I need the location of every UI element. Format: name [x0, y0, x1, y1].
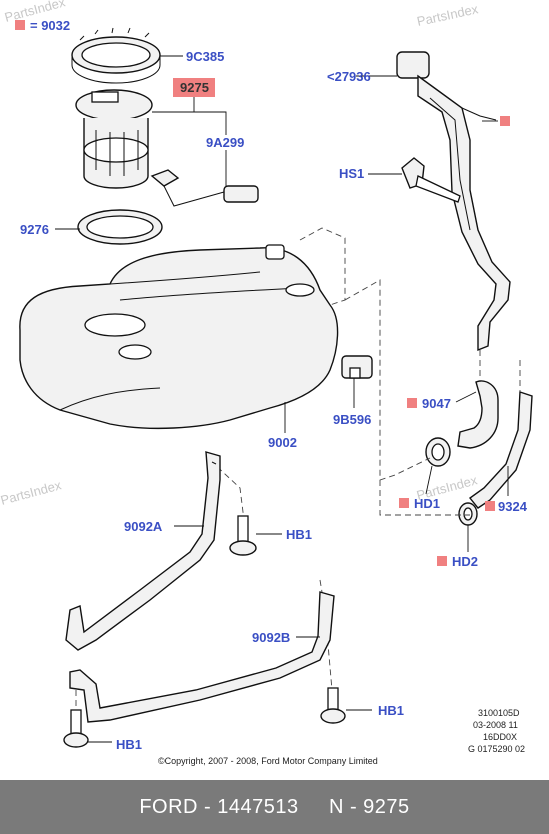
- meta-line-3: 16DD0X: [483, 732, 517, 742]
- label-9275-highlight: [173, 78, 215, 97]
- legend-text: = 9032: [30, 18, 70, 33]
- label-HB1-a[interactable]: HB1: [286, 527, 312, 542]
- label-27936[interactable]: <27936: [327, 69, 371, 84]
- sensor-9B596-part[interactable]: [341, 355, 373, 379]
- label-9092A[interactable]: 9092A: [124, 519, 163, 534]
- label-9B596[interactable]: 9B596: [333, 412, 371, 427]
- marker-9032-HD1: [399, 498, 409, 508]
- clamp-HD1-part[interactable]: [425, 437, 451, 467]
- clamp-HD2-part[interactable]: [458, 502, 478, 526]
- footer-reference: N - 9275: [328, 795, 410, 818]
- copyright-text: ©Copyright, 2007 - 2008, Ford Motor Comp…: [158, 756, 378, 766]
- filler-pipe-part[interactable]: [396, 51, 511, 352]
- hose-9047-part[interactable]: [457, 380, 499, 449]
- watermark-top-right: PartsIndex: [416, 1, 480, 29]
- lead-9275: [193, 97, 227, 135]
- marker-9032-HD2: [437, 556, 447, 566]
- meta-line-4: G 0175290 02: [468, 744, 525, 754]
- guide-to-HD2: [379, 480, 470, 516]
- label-9002[interactable]: 9002: [268, 435, 297, 450]
- meta-line-2: 03-2008 11: [473, 720, 518, 730]
- marker-9032-9324: [485, 501, 495, 511]
- label-HD2[interactable]: HD2: [452, 554, 478, 569]
- marker-9032-9047: [407, 398, 417, 408]
- footer-part-number: FORD - 1447513: [139, 795, 299, 818]
- exploded-parts-diagram: PartsIndex PartsIndex PartsIndex PartsIn…: [0, 0, 533, 766]
- label-9275[interactable]: 9275: [180, 80, 209, 95]
- label-9A299[interactable]: 9A299: [206, 135, 244, 150]
- part-number-footer: FORD - 1447513 N - 9275: [0, 780, 549, 834]
- legend-marker: [15, 20, 25, 30]
- label-9276[interactable]: 9276: [20, 222, 49, 237]
- label-9324[interactable]: 9324: [498, 499, 528, 514]
- lead-9047: [455, 391, 477, 403]
- label-9C385[interactable]: 9C385: [186, 49, 224, 64]
- bolt-HB1-b-part[interactable]: [320, 687, 346, 724]
- bolt-HS1-part[interactable]: [401, 157, 461, 203]
- label-HS1[interactable]: HS1: [339, 166, 364, 181]
- marker-9032-pipe: [500, 116, 510, 126]
- fuel-pump-module-part[interactable]: [75, 89, 259, 207]
- strap-9092A-part[interactable]: [65, 451, 221, 651]
- bolt-HB1-c-part[interactable]: [63, 709, 89, 748]
- fuel-tank-part[interactable]: [19, 244, 339, 430]
- tube-9324-part[interactable]: [468, 391, 533, 509]
- watermark-mid-left: PartsIndex: [0, 477, 63, 508]
- bolt-HB1-a-part[interactable]: [229, 515, 257, 556]
- meta-line-1: 3100105D: [478, 708, 520, 718]
- label-9047[interactable]: 9047: [422, 396, 451, 411]
- strap-9092B-part[interactable]: [69, 591, 335, 723]
- seal-ring-part[interactable]: [77, 209, 163, 245]
- label-9092B[interactable]: 9092B: [252, 630, 290, 645]
- lock-ring-part[interactable]: [71, 27, 161, 84]
- label-HB1-b[interactable]: HB1: [378, 703, 404, 718]
- footer-separator: [299, 796, 329, 819]
- label-HB1-c[interactable]: HB1: [116, 737, 142, 752]
- guide-tank-to-pipe: [299, 227, 346, 306]
- label-HD1[interactable]: HD1: [414, 496, 440, 511]
- lead-HD1: [425, 465, 433, 495]
- guide-tank-to-clamp: [344, 279, 431, 481]
